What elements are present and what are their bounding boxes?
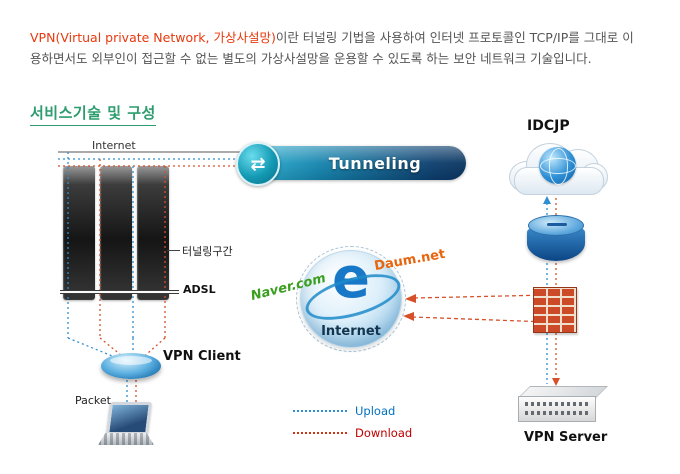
tunneling-banner: ⇄ Tunneling (236, 142, 466, 186)
laptop-icon (98, 402, 156, 448)
tunnel-panel (63, 166, 95, 300)
adsl-line (60, 290, 179, 294)
firewall-icon (533, 287, 577, 333)
vpn-server-icon (514, 384, 608, 426)
swap-arrows-icon: ⇄ (236, 142, 280, 186)
router-top (528, 215, 584, 236)
vpn-highlight-text: VPN(Virtual private Network, 가상사설망) (30, 29, 276, 45)
intro-paragraph: VPN(Virtual private Network, 가상사설망)이란 터널… (30, 27, 644, 71)
laptop-screen (105, 402, 153, 435)
internet-globe: e Internet (296, 246, 406, 352)
legend-download-label: Download (355, 426, 413, 440)
packet-label: Packet (75, 394, 111, 407)
legend: Upload Download (293, 403, 412, 447)
internet-line-label: Internet (92, 139, 136, 152)
intro-body-text: 이란 터널링 기법을 사용하여 인터넷 프로토콜인 TCP/IP를 그대로 이용… (30, 29, 634, 67)
cloud-icon (509, 141, 608, 197)
vpn-client-label: VPN Client (163, 349, 241, 364)
legend-upload-label: Upload (355, 404, 396, 418)
tunnel-panels (63, 166, 169, 300)
tunnel-zone-label: 터널링구간 (182, 245, 233, 258)
globe-ball (300, 250, 402, 348)
vpn-client-hub-icon (101, 353, 161, 379)
laptop-keyboard (98, 433, 154, 445)
legend-download-row: Download (293, 425, 412, 441)
ie-logo-icon: e (332, 246, 370, 311)
legend-upload-row: Upload (293, 403, 412, 419)
router-icon (527, 215, 585, 261)
adsl-label: ADSL (183, 283, 216, 296)
tunnel-panel (100, 166, 132, 300)
vpn-server-label: VPN Server (524, 430, 608, 445)
globe-icon (539, 147, 576, 185)
idcjp-label: IDCJP (527, 118, 570, 134)
hub-disc-shine (110, 356, 152, 365)
tunnel-zone-pointer-line (167, 250, 180, 251)
section-heading: 서비스기술 및 구성 (30, 102, 156, 127)
server-front-face (518, 396, 596, 422)
tunnel-panel (137, 166, 169, 300)
legend-download-line (293, 432, 347, 434)
legend-upload-line (293, 410, 347, 412)
internet-globe-label: Internet (321, 324, 381, 339)
tunneling-label: Tunneling (328, 153, 422, 173)
